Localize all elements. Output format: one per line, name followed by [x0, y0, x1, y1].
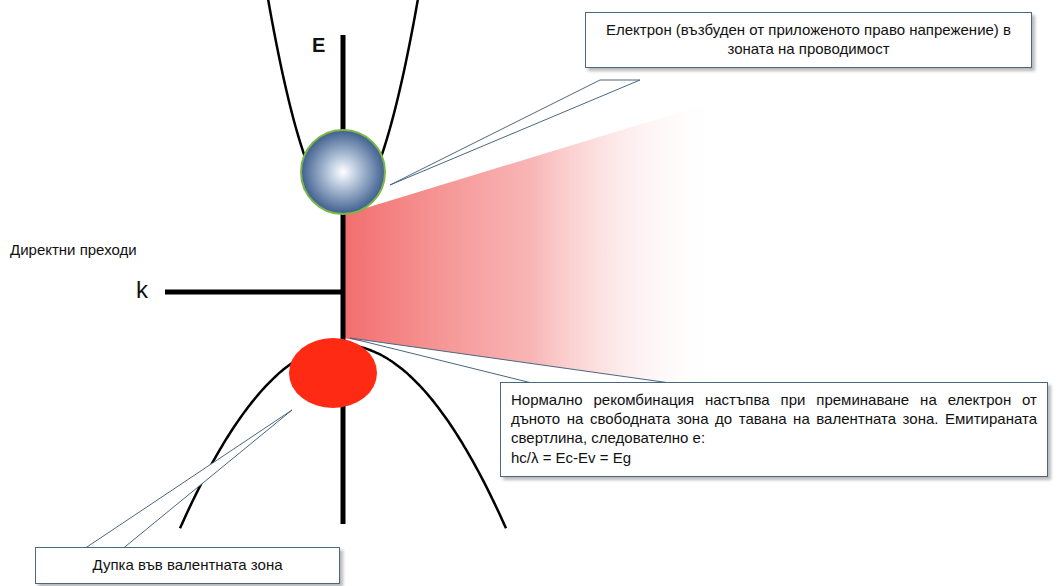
callout-tail	[75, 410, 292, 555]
k-axis	[165, 290, 343, 295]
emission-fan	[343, 100, 720, 405]
callout-tail	[390, 80, 640, 185]
callout-box: Нормално рекомбинация настъпва при преми…	[500, 382, 1048, 477]
electron	[301, 130, 385, 214]
callout-text: Електрон (възбуден от приложеното право …	[596, 21, 1021, 59]
transition-label: Директни преходи	[10, 241, 137, 258]
axis-label: E	[312, 34, 325, 57]
callout-text: hc/λ = Ec-Ev = Eg	[511, 449, 1037, 468]
axis-label: k	[136, 276, 148, 304]
callout-text: Нормално рекомбинация настъпва при преми…	[511, 391, 1037, 447]
hole	[289, 338, 377, 408]
callout-box: Дупка във валентната зона	[35, 547, 340, 584]
energy-axis	[341, 35, 346, 524]
callout-text: Дупка във валентната зона	[46, 556, 329, 575]
callout-box: Електрон (възбуден от приложеното право …	[585, 12, 1032, 68]
